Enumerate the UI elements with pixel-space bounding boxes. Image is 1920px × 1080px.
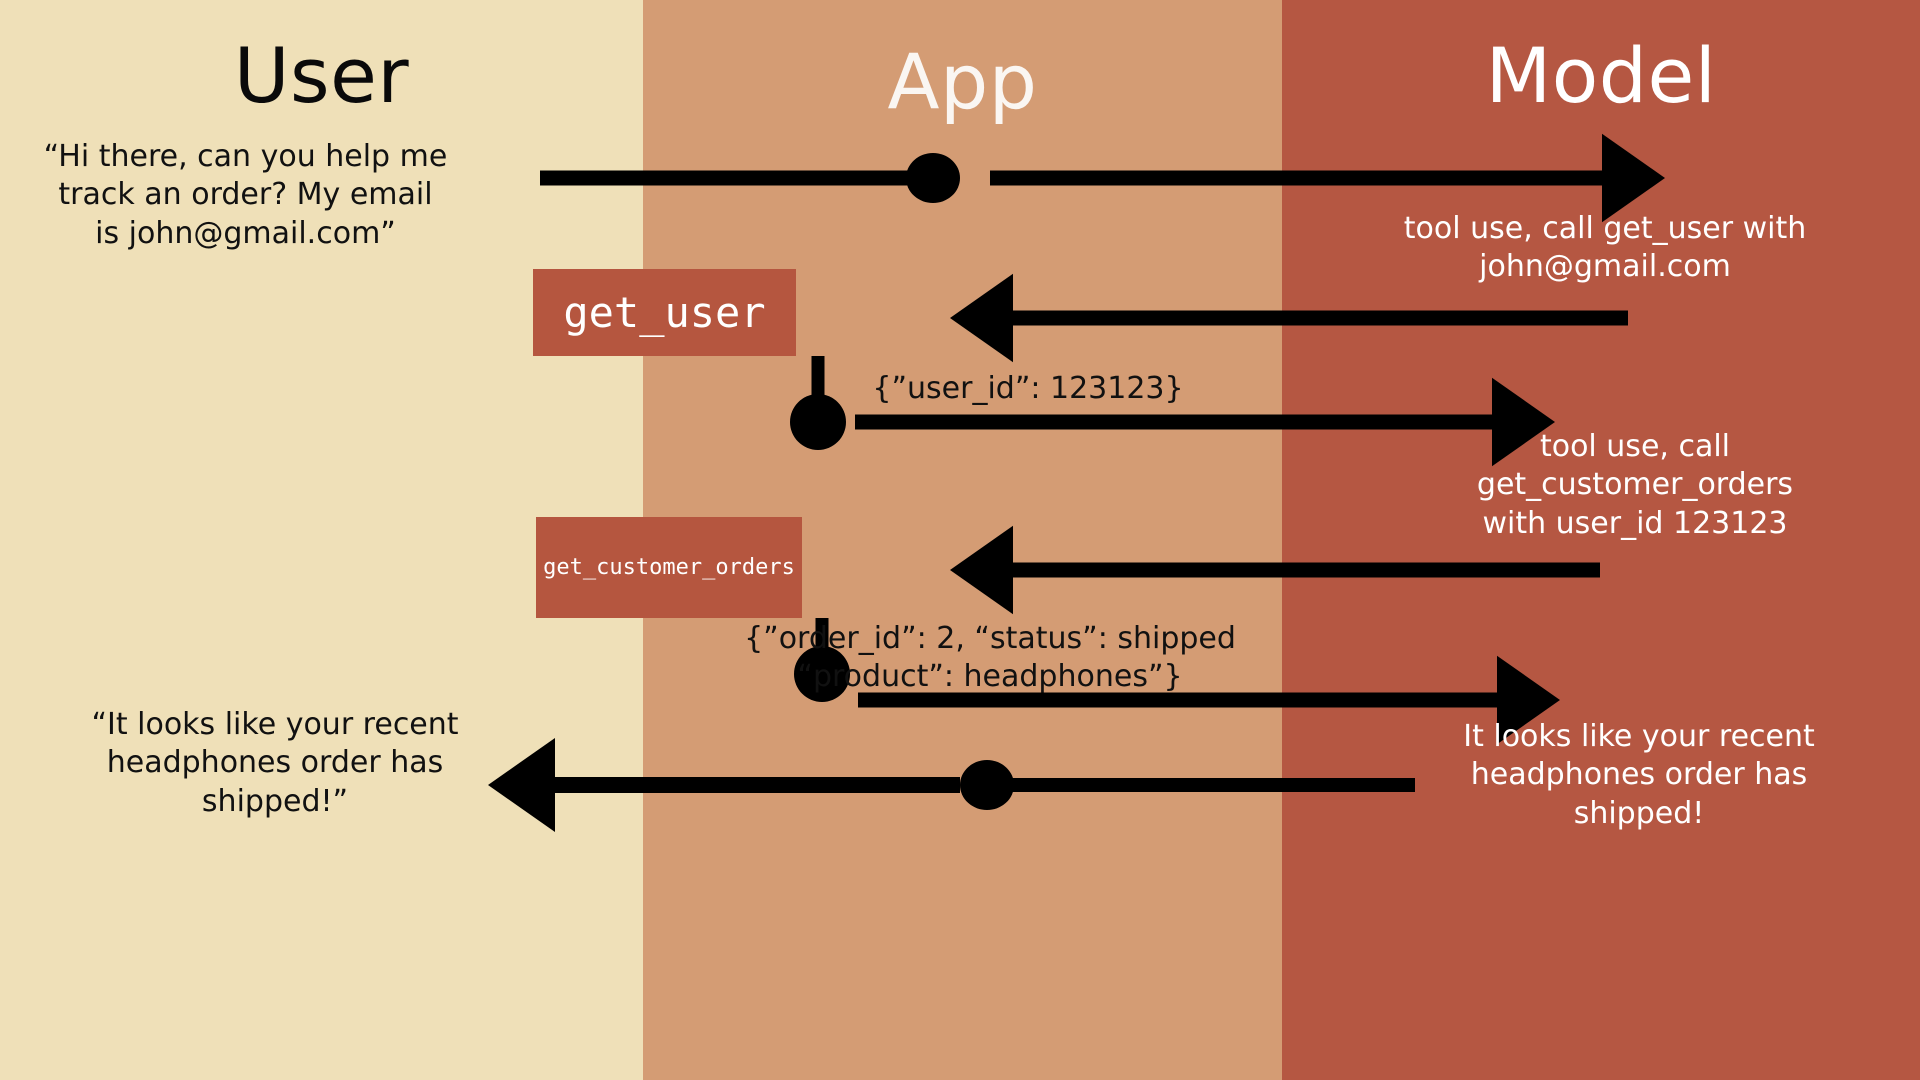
message-model-tool-call-get-customer-orders: tool use, call get_customer_orders with …: [1476, 429, 1794, 541]
message-tool-result-user-id: {”user_id”: 123123}: [872, 371, 1184, 406]
tool-box-get-user[interactable]: get_user: [533, 269, 796, 356]
lane-title-app: App: [887, 37, 1038, 126]
lane-user: [0, 0, 643, 1080]
lane-title-user: User: [233, 31, 410, 120]
message-user-question: “Hi there, can you help me track an orde…: [43, 139, 448, 251]
message-user-answer: “It looks like your recent headphones or…: [91, 707, 459, 819]
message-model-tool-call-get-user: tool use, call get_user with john@gmail.…: [1403, 211, 1807, 285]
message-tool-result-order: {”order_id”: 2, “status”: shipped “produ…: [744, 621, 1236, 695]
tool-box-get-customer-orders[interactable]: get_customer_orders: [536, 517, 802, 618]
message-model-answer: It looks like your recent headphones ord…: [1463, 719, 1815, 831]
lane-title-model: Model: [1485, 31, 1717, 120]
